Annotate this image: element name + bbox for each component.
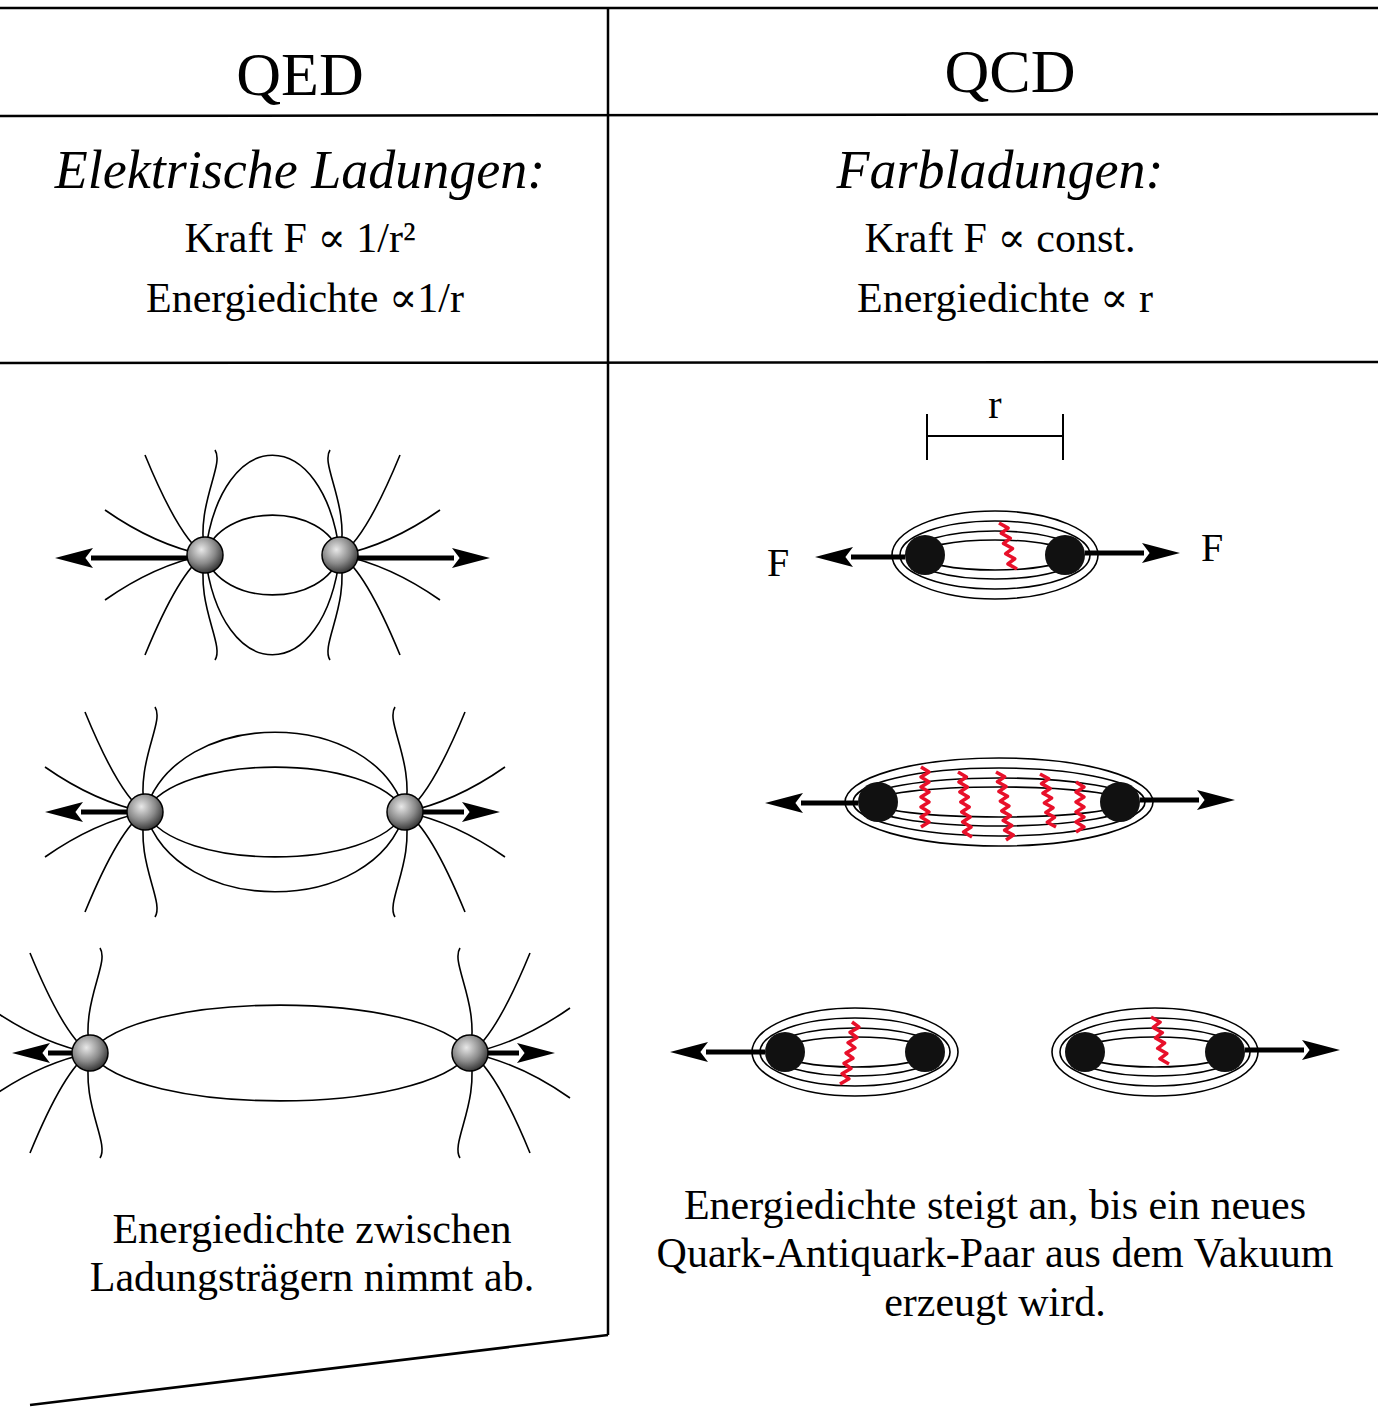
- force-arrow: [358, 556, 454, 561]
- column-heading: QCD: [945, 36, 1076, 107]
- quark: [1065, 1032, 1105, 1072]
- qcd-flux-figure: [670, 511, 1340, 1096]
- distance-label: r: [988, 382, 1001, 428]
- column-heading: QED: [236, 39, 363, 110]
- quark: [765, 1032, 805, 1072]
- charge-pair: [45, 707, 505, 917]
- quark: [1205, 1032, 1245, 1072]
- charge-type-heading: Elektrische Ladungen:: [55, 139, 545, 201]
- force-arrow: [801, 801, 858, 806]
- gluon-line: [840, 1022, 859, 1084]
- electric-charge: [187, 537, 223, 573]
- electric-charge: [387, 794, 423, 830]
- gluon-line: [1151, 1017, 1169, 1064]
- flux-tube: [845, 758, 1153, 846]
- field-lines: [0, 948, 570, 1158]
- force-law: Kraft F ∝ 1/r²: [184, 214, 415, 262]
- electric-charge: [72, 1035, 108, 1071]
- quark: [1100, 782, 1140, 822]
- flux-line: [845, 758, 1153, 846]
- arrow-head: [1197, 790, 1235, 810]
- charge-pair: [0, 948, 570, 1158]
- energy-density-law: Energiedichte ∝1/r: [146, 274, 464, 322]
- charge-pair: [105, 450, 440, 660]
- flux-line: [892, 511, 1098, 599]
- arrow-head: [765, 793, 803, 813]
- force-arrow: [1245, 1048, 1304, 1053]
- electric-charge: [452, 1035, 488, 1071]
- flux-tube: [892, 511, 1098, 599]
- force-arrow: [706, 1050, 765, 1055]
- force-arrow: [488, 1051, 519, 1056]
- arrow-head: [670, 1042, 708, 1062]
- arrow-head: [452, 548, 490, 568]
- field-lines: [105, 450, 440, 660]
- gluon-line: [958, 772, 972, 837]
- force-label: F: [767, 540, 789, 586]
- arrow-head: [462, 802, 500, 822]
- force-arrow: [1085, 551, 1144, 556]
- arrow-head: [12, 1043, 50, 1063]
- flux-line: [1060, 1018, 1250, 1086]
- description-note: Energiedichte zwischen Ladungsträgern ni…: [42, 1205, 582, 1302]
- arrow-head: [517, 1043, 555, 1063]
- flux-line: [752, 1008, 958, 1096]
- charge-type-heading: Farbladungen:: [837, 139, 1164, 201]
- gluon-line: [921, 767, 929, 827]
- quark: [905, 535, 945, 575]
- qed-field-figure: [0, 450, 570, 1158]
- force-arrow: [1140, 798, 1199, 803]
- flux-tube: [752, 1008, 958, 1096]
- electric-charge: [127, 794, 163, 830]
- energy-density-law: Energiedichte ∝ r: [857, 274, 1153, 322]
- electric-charge: [322, 537, 358, 573]
- gluon-line: [1076, 782, 1084, 832]
- flux-line: [760, 1018, 950, 1086]
- gluon-line: [1040, 774, 1056, 827]
- quark: [905, 1032, 945, 1072]
- force-arrow: [851, 555, 905, 560]
- arrow-head: [1142, 543, 1180, 563]
- force-arrow: [48, 1051, 72, 1056]
- arrow-head: [45, 802, 83, 822]
- flux-tube: [1052, 1008, 1258, 1096]
- force-arrow: [423, 810, 464, 815]
- arrow-head: [1302, 1040, 1340, 1060]
- gluon-line: [996, 772, 1013, 840]
- flux-line: [1052, 1008, 1258, 1096]
- arrow-head: [55, 548, 93, 568]
- arrow-head: [815, 547, 853, 567]
- table-rules: [0, 8, 1378, 1405]
- quark: [858, 782, 898, 822]
- force-arrow: [81, 810, 127, 815]
- field-lines: [45, 707, 505, 917]
- description-note: Energiedichte steigt an, bis ein neues Q…: [635, 1181, 1355, 1326]
- quark: [1045, 535, 1085, 575]
- force-law: Kraft F ∝ const.: [864, 214, 1135, 262]
- flux-line: [900, 521, 1090, 589]
- gluon-line: [999, 523, 1017, 569]
- force-label: F: [1201, 525, 1223, 571]
- force-arrow: [91, 556, 187, 561]
